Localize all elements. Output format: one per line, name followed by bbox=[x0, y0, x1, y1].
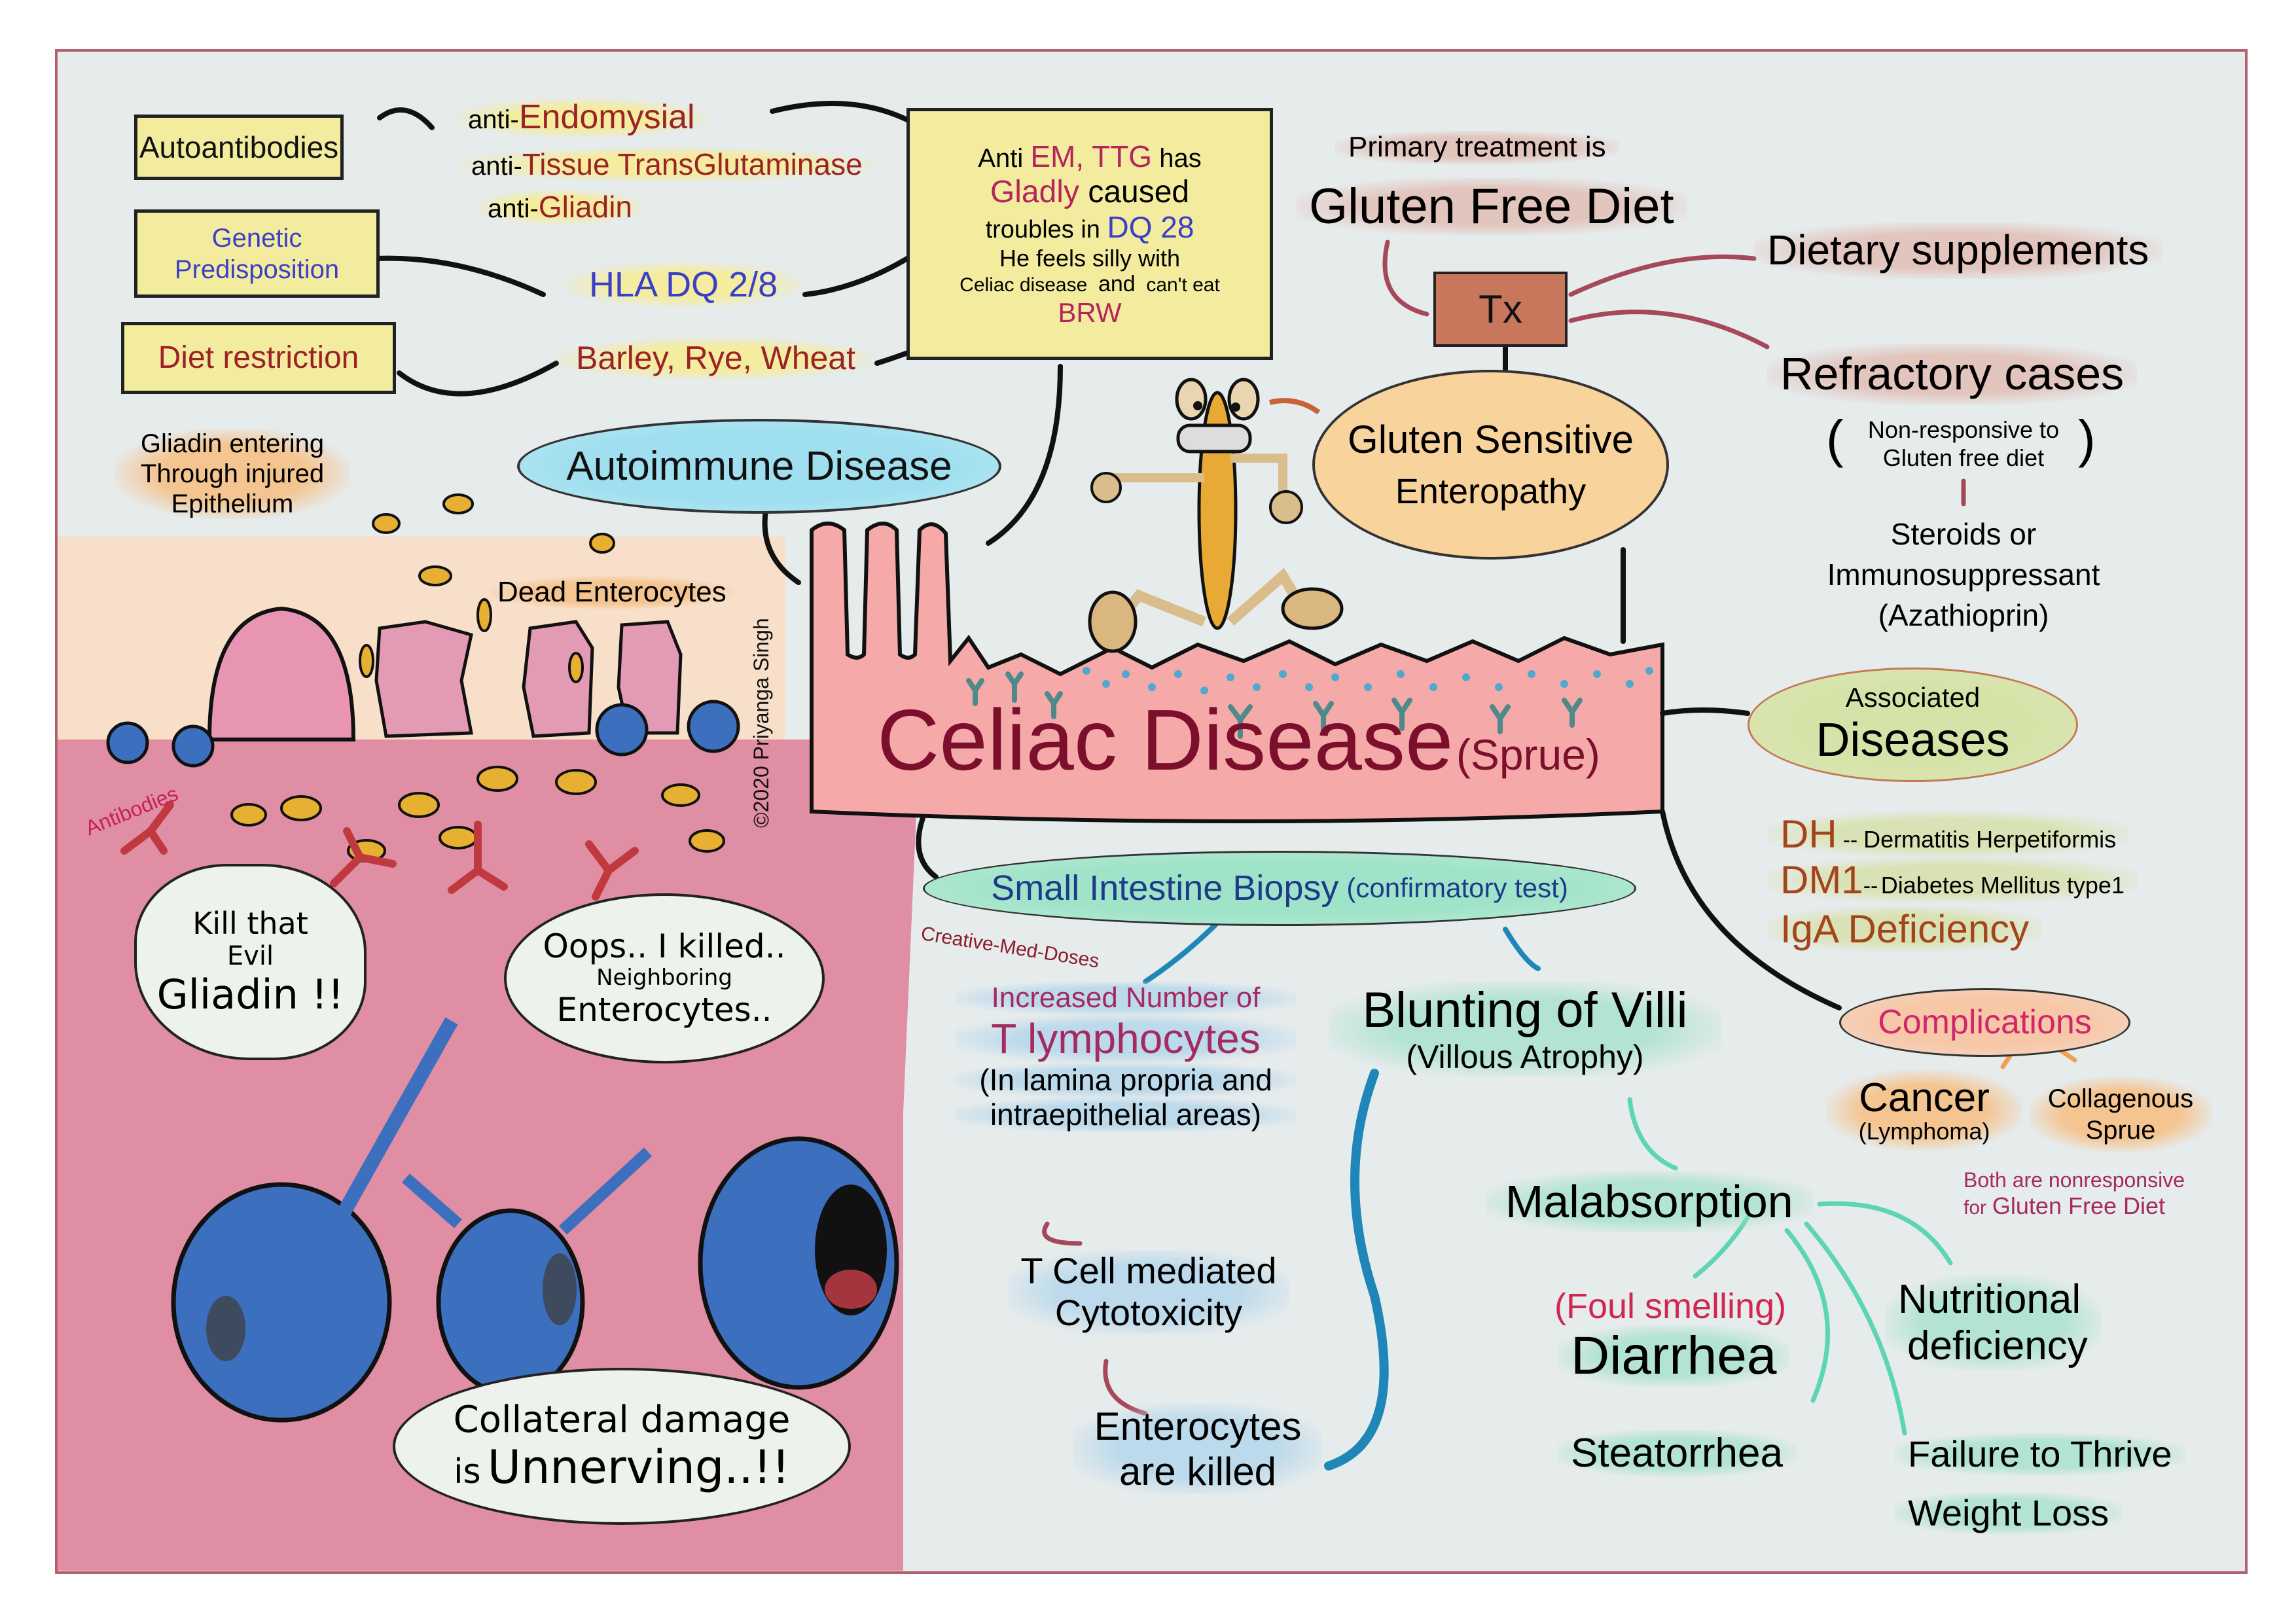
genetic-box: Genetic Predisposition bbox=[134, 209, 380, 298]
nutritional-deficiency: Nutritional deficiency bbox=[1885, 1276, 2101, 1370]
gliadin-entering-label: Gliadin entering Through injured Epithel… bbox=[115, 429, 350, 519]
biopsy-label: Small Intestine Biopsy bbox=[991, 868, 1339, 908]
foul-smelling: (Foul smelling) bbox=[1554, 1287, 1787, 1326]
mnemonic-line-4: He feels silly with bbox=[999, 244, 1181, 272]
celiac-title: Celiac Disease (Sprue) bbox=[877, 690, 1600, 790]
refractory-note: Non-responsive to Gluten free diet bbox=[1867, 416, 2060, 472]
copyright: ©2020 Priyanga Singh bbox=[749, 618, 773, 828]
speech-bubble-kill: Kill that Evil Gliadin !! bbox=[134, 864, 367, 1060]
ab-ttg: anti-Tissue TransGlutaminase bbox=[458, 147, 876, 182]
speech-bubble-oops: Oops.. I killed.. Neighboring Enterocyte… bbox=[504, 893, 825, 1063]
mnemonic-line-5: Celiac disease and can't eat bbox=[960, 271, 1220, 296]
biopsy-ellipse: Small Intestine Biopsy (confirmatory tes… bbox=[923, 851, 1636, 926]
ab-gliadin: anti-Gliadin bbox=[475, 190, 646, 224]
failure-to-thrive: Failure to Thrive bbox=[1895, 1433, 2185, 1476]
complications-label: Complications bbox=[1878, 1003, 2092, 1041]
mnemonic-line-2: Gladly caused bbox=[990, 174, 1190, 209]
tx-box: Tx bbox=[1433, 272, 1568, 347]
malabsorption-label: Malabsorption bbox=[1486, 1171, 1813, 1232]
mnemonic-box: Anti EM, TTG has Gladly caused troubles … bbox=[906, 108, 1273, 360]
autoantibodies-box: Autoantibodies bbox=[134, 115, 344, 180]
paren-right: ) bbox=[2078, 410, 2096, 468]
villi-section: Blunting of Villi (Villous Atrophy) bbox=[1329, 982, 1721, 1077]
autoantibodies-label: Autoantibodies bbox=[139, 130, 339, 164]
paren-left: ( bbox=[1826, 410, 1844, 468]
diet-label: Diet restriction bbox=[158, 340, 359, 376]
cancer: Cancer (Lymphoma) bbox=[1826, 1070, 2022, 1150]
tcell-line-4: intraepithelial areas) bbox=[956, 1097, 1296, 1132]
complications-ellipse: Complications bbox=[1839, 988, 2130, 1057]
cytotoxicity: T Cell mediated Cytotoxicity bbox=[1008, 1250, 1289, 1334]
diarrhea: Diarrhea bbox=[1558, 1325, 1790, 1387]
mnemonic-line-6: BRW bbox=[1058, 297, 1122, 329]
refractory-cases: Refractory cases bbox=[1767, 344, 2138, 404]
associated-ellipse: Associated Diseases bbox=[1748, 668, 2078, 782]
tcell-line-2: T lymphocytes bbox=[956, 1014, 1296, 1063]
primary-treatment-intro: Primary treatment is bbox=[1335, 131, 1619, 164]
hla-label: HLA DQ 2/8 bbox=[563, 262, 804, 308]
dietary-supplements: Dietary supplements bbox=[1754, 223, 2162, 279]
autoimmune-label: Autoimmune Disease bbox=[566, 443, 952, 489]
tcell-line-3: (In lamina propria and bbox=[956, 1063, 1296, 1098]
biopsy-sub: (confirmatory test) bbox=[1346, 872, 1568, 904]
ab-endomysial: anti-Endomysial bbox=[455, 98, 708, 137]
collagenous-sprue: Collagenous Sprue bbox=[2029, 1077, 2212, 1152]
gluten-free-diet: Gluten Free Diet bbox=[1296, 178, 1687, 236]
associated-big: Diseases bbox=[1816, 714, 2010, 767]
associated-small: Associated bbox=[1845, 681, 1981, 713]
villi-line-1: Blunting of Villi bbox=[1362, 982, 1688, 1038]
celiac-title-sub: (Sprue) bbox=[1456, 730, 1600, 779]
refractory-treatment: Steroids or Immunosuppressant (Azathiopr… bbox=[1827, 517, 2100, 633]
enterocytes-killed: Enterocytes are killed bbox=[1073, 1404, 1322, 1494]
diet-box: Diet restriction bbox=[121, 322, 396, 394]
assoc-dh: DH -- Dermatitis Herpetiformis bbox=[1767, 812, 2130, 857]
gse-ellipse: Gluten Sensitive Enteropathy bbox=[1312, 370, 1669, 560]
gse-line-1: Gluten Sensitive bbox=[1348, 418, 1634, 462]
tcell-section: Increased Number of T lymphocytes (In la… bbox=[956, 982, 1296, 1132]
villi-line-2: (Villous Atrophy) bbox=[1406, 1039, 1644, 1076]
assoc-iga: IgA Deficiency bbox=[1767, 906, 2043, 952]
assoc-dm1: DM1-- Diabetes Mellitus type1 bbox=[1767, 857, 2138, 902]
tx-label: Tx bbox=[1479, 287, 1522, 331]
mnemonic-line-3: troubles in DQ 28 bbox=[985, 209, 1194, 244]
autoimmune-ellipse: Autoimmune Disease bbox=[517, 419, 1001, 514]
speech-bubble-collateral: Collateral damage is Unnerving..!! bbox=[393, 1368, 851, 1525]
dead-enterocytes-label: Dead Enterocytes bbox=[491, 576, 733, 609]
grains-label: Barley, Rye, Wheat bbox=[556, 337, 876, 380]
steatorrhea: Steatorrhea bbox=[1558, 1430, 1796, 1477]
mnemonic-line-1: Anti EM, TTG has bbox=[978, 139, 1202, 173]
gse-line-2: Enteropathy bbox=[1395, 472, 1587, 512]
complications-note: Both are nonresponsive for Gluten Free D… bbox=[1964, 1168, 2185, 1219]
genetic-label: Genetic Predisposition bbox=[174, 223, 340, 284]
celiac-title-main: Celiac Disease bbox=[877, 692, 1454, 788]
weight-loss: Weight Loss bbox=[1895, 1492, 2123, 1535]
tcell-line-1: Increased Number of bbox=[956, 982, 1296, 1015]
